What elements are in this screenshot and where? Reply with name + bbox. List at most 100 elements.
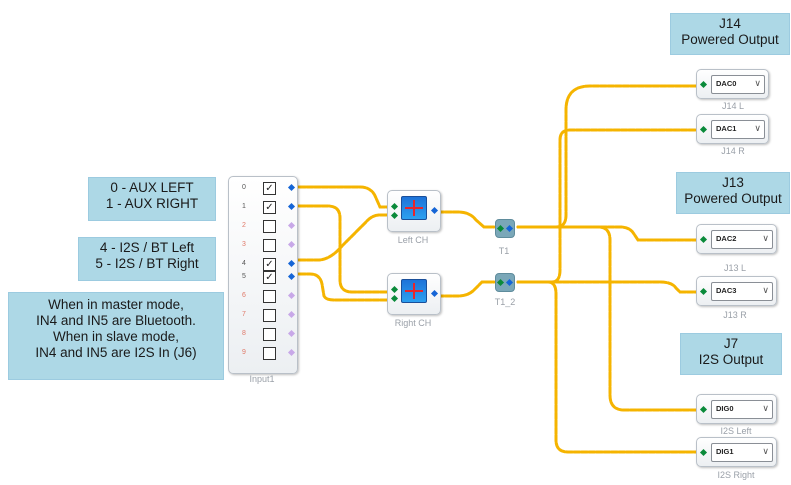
mode-note-line: IN4 and IN5 are Bluetooth. — [36, 313, 196, 328]
dig1-select-value: DIG1 — [716, 447, 734, 456]
dac1-select-value: DAC1 — [716, 124, 737, 133]
input-row: 7 — [229, 309, 297, 322]
input-row-number: 9 — [242, 349, 246, 356]
i2s-bt-note-line: 4 - I2S / BT Left — [99, 240, 195, 255]
input-block-label: Input1 — [249, 374, 275, 384]
chevron-down-icon: ∨ — [762, 233, 769, 243]
dig0-select-value: DIG0 — [716, 404, 734, 413]
t1-2-splitter[interactable] — [495, 273, 515, 292]
t1-2-label: T1_2 — [494, 297, 516, 307]
output-pin-icon[interactable] — [287, 329, 296, 338]
output-block-dac3[interactable]: DAC3 ∨ — [696, 276, 777, 306]
wire-t1-dac0 — [516, 84, 700, 229]
input-row-number: 0 — [242, 184, 246, 191]
j13-note: J13 Powered Output — [676, 172, 790, 214]
dac3-select[interactable]: DAC3 ∨ — [711, 282, 773, 301]
input-pin-icon[interactable] — [699, 287, 708, 296]
input-pin-icon[interactable] — [390, 294, 399, 303]
input-pin-icon[interactable] — [496, 224, 505, 233]
mixer-icon — [401, 196, 427, 220]
input-checkbox[interactable]: ✓ — [263, 201, 276, 214]
output-pin-icon[interactable] — [430, 206, 439, 215]
input-row: 6 — [229, 290, 297, 303]
output-pin-icon[interactable] — [287, 310, 296, 319]
input-pin-icon[interactable] — [390, 285, 399, 294]
input-row: 8 — [229, 328, 297, 341]
input-pin-icon[interactable] — [496, 278, 505, 287]
mode-note-line: IN4 and IN5 are I2S In (J6) — [35, 345, 197, 360]
input-row-number: 1 — [242, 203, 246, 210]
right-channel-mixer[interactable] — [387, 273, 441, 315]
input-checkbox[interactable]: ✓ — [263, 271, 276, 284]
input-checkbox[interactable] — [263, 347, 276, 360]
output-block-dig0[interactable]: DIG0 ∨ — [696, 394, 777, 424]
input-pin-icon[interactable] — [699, 235, 708, 244]
wire-t2-dac1 — [516, 128, 700, 284]
j14-r-label: J14 R — [721, 146, 745, 156]
output-pin-icon[interactable] — [287, 348, 296, 357]
output-pin-icon[interactable] — [287, 202, 296, 211]
dig1-select[interactable]: DIG1 ∨ — [711, 443, 773, 462]
output-pin-icon[interactable] — [430, 289, 439, 298]
input-row-number: 8 — [242, 330, 246, 337]
dac0-select-value: DAC0 — [716, 79, 737, 88]
input-row-number: 2 — [242, 222, 246, 229]
output-pin-icon[interactable] — [287, 259, 296, 268]
input-pin-icon[interactable] — [390, 211, 399, 220]
output-block-dac0[interactable]: DAC0 ∨ — [696, 69, 769, 99]
input-checkbox[interactable] — [263, 328, 276, 341]
input-row: 4 ✓ — [229, 258, 297, 271]
chevron-down-icon: ∨ — [754, 123, 761, 133]
input-checkbox[interactable] — [263, 290, 276, 303]
aux-note: 0 - AUX LEFT 1 - AUX RIGHT — [88, 177, 216, 221]
j13-l-label: J13 L — [723, 263, 747, 273]
output-pin-icon[interactable] — [287, 291, 296, 300]
output-block-dac1[interactable]: DAC1 ∨ — [696, 114, 769, 144]
input-checkbox[interactable]: ✓ — [263, 258, 276, 271]
input-checkbox[interactable] — [263, 220, 276, 233]
j14-note: J14 Powered Output — [670, 13, 790, 55]
mode-note-line: When in slave mode, — [52, 329, 180, 344]
wire-t1-dac2 — [516, 225, 700, 242]
i2s-bt-note-line: 5 - I2S / BT Right — [95, 256, 199, 271]
dac0-select[interactable]: DAC0 ∨ — [711, 75, 765, 94]
input-row-number: 3 — [242, 241, 246, 248]
i2s-left-label: I2S Left — [720, 426, 752, 436]
input-block[interactable]: 0 ✓ 1 ✓ 2 3 4 ✓ 5 ✓ 6 7 8 — [228, 176, 298, 374]
mode-note-line: When in master mode, — [48, 297, 184, 312]
input-row: 3 — [229, 239, 297, 252]
left-channel-label: Left CH — [397, 235, 429, 245]
chevron-down-icon: ∨ — [762, 285, 769, 295]
input-pin-icon[interactable] — [699, 125, 708, 134]
j7-note: J7 I2S Output — [680, 333, 782, 375]
input-checkbox[interactable] — [263, 309, 276, 322]
dac2-select[interactable]: DAC2 ∨ — [711, 230, 773, 249]
input-pin-icon[interactable] — [699, 448, 708, 457]
dac3-select-value: DAC3 — [716, 286, 737, 295]
input-row: 1 ✓ — [229, 201, 297, 214]
wire-in1-right — [290, 204, 394, 294]
j14-note-line: J14 — [719, 16, 741, 31]
input-pin-icon[interactable] — [699, 80, 708, 89]
t1-splitter[interactable] — [495, 219, 515, 238]
dig0-select[interactable]: DIG0 ∨ — [711, 400, 773, 419]
input-pin-icon[interactable] — [390, 202, 399, 211]
output-pin-icon[interactable] — [505, 278, 514, 287]
input-pin-icon[interactable] — [699, 405, 708, 414]
output-pin-icon[interactable] — [287, 183, 296, 192]
right-channel-label: Right CH — [394, 318, 432, 328]
output-pin-icon[interactable] — [287, 272, 296, 281]
wire-t2-dac3 — [516, 280, 700, 294]
dac1-select[interactable]: DAC1 ∨ — [711, 120, 765, 139]
input-checkbox[interactable] — [263, 239, 276, 252]
output-pin-icon[interactable] — [287, 240, 296, 249]
output-block-dig1[interactable]: DIG1 ∨ — [696, 437, 777, 467]
output-pin-icon[interactable] — [287, 221, 296, 230]
chevron-down-icon: ∨ — [754, 78, 761, 88]
input-checkbox[interactable]: ✓ — [263, 182, 276, 195]
output-block-dac2[interactable]: DAC2 ∨ — [696, 224, 777, 254]
output-pin-icon[interactable] — [505, 224, 514, 233]
j7-note-line: J7 — [723, 336, 739, 351]
i2s-bt-note: 4 - I2S / BT Left 5 - I2S / BT Right — [78, 237, 216, 281]
left-channel-mixer[interactable] — [387, 190, 441, 232]
